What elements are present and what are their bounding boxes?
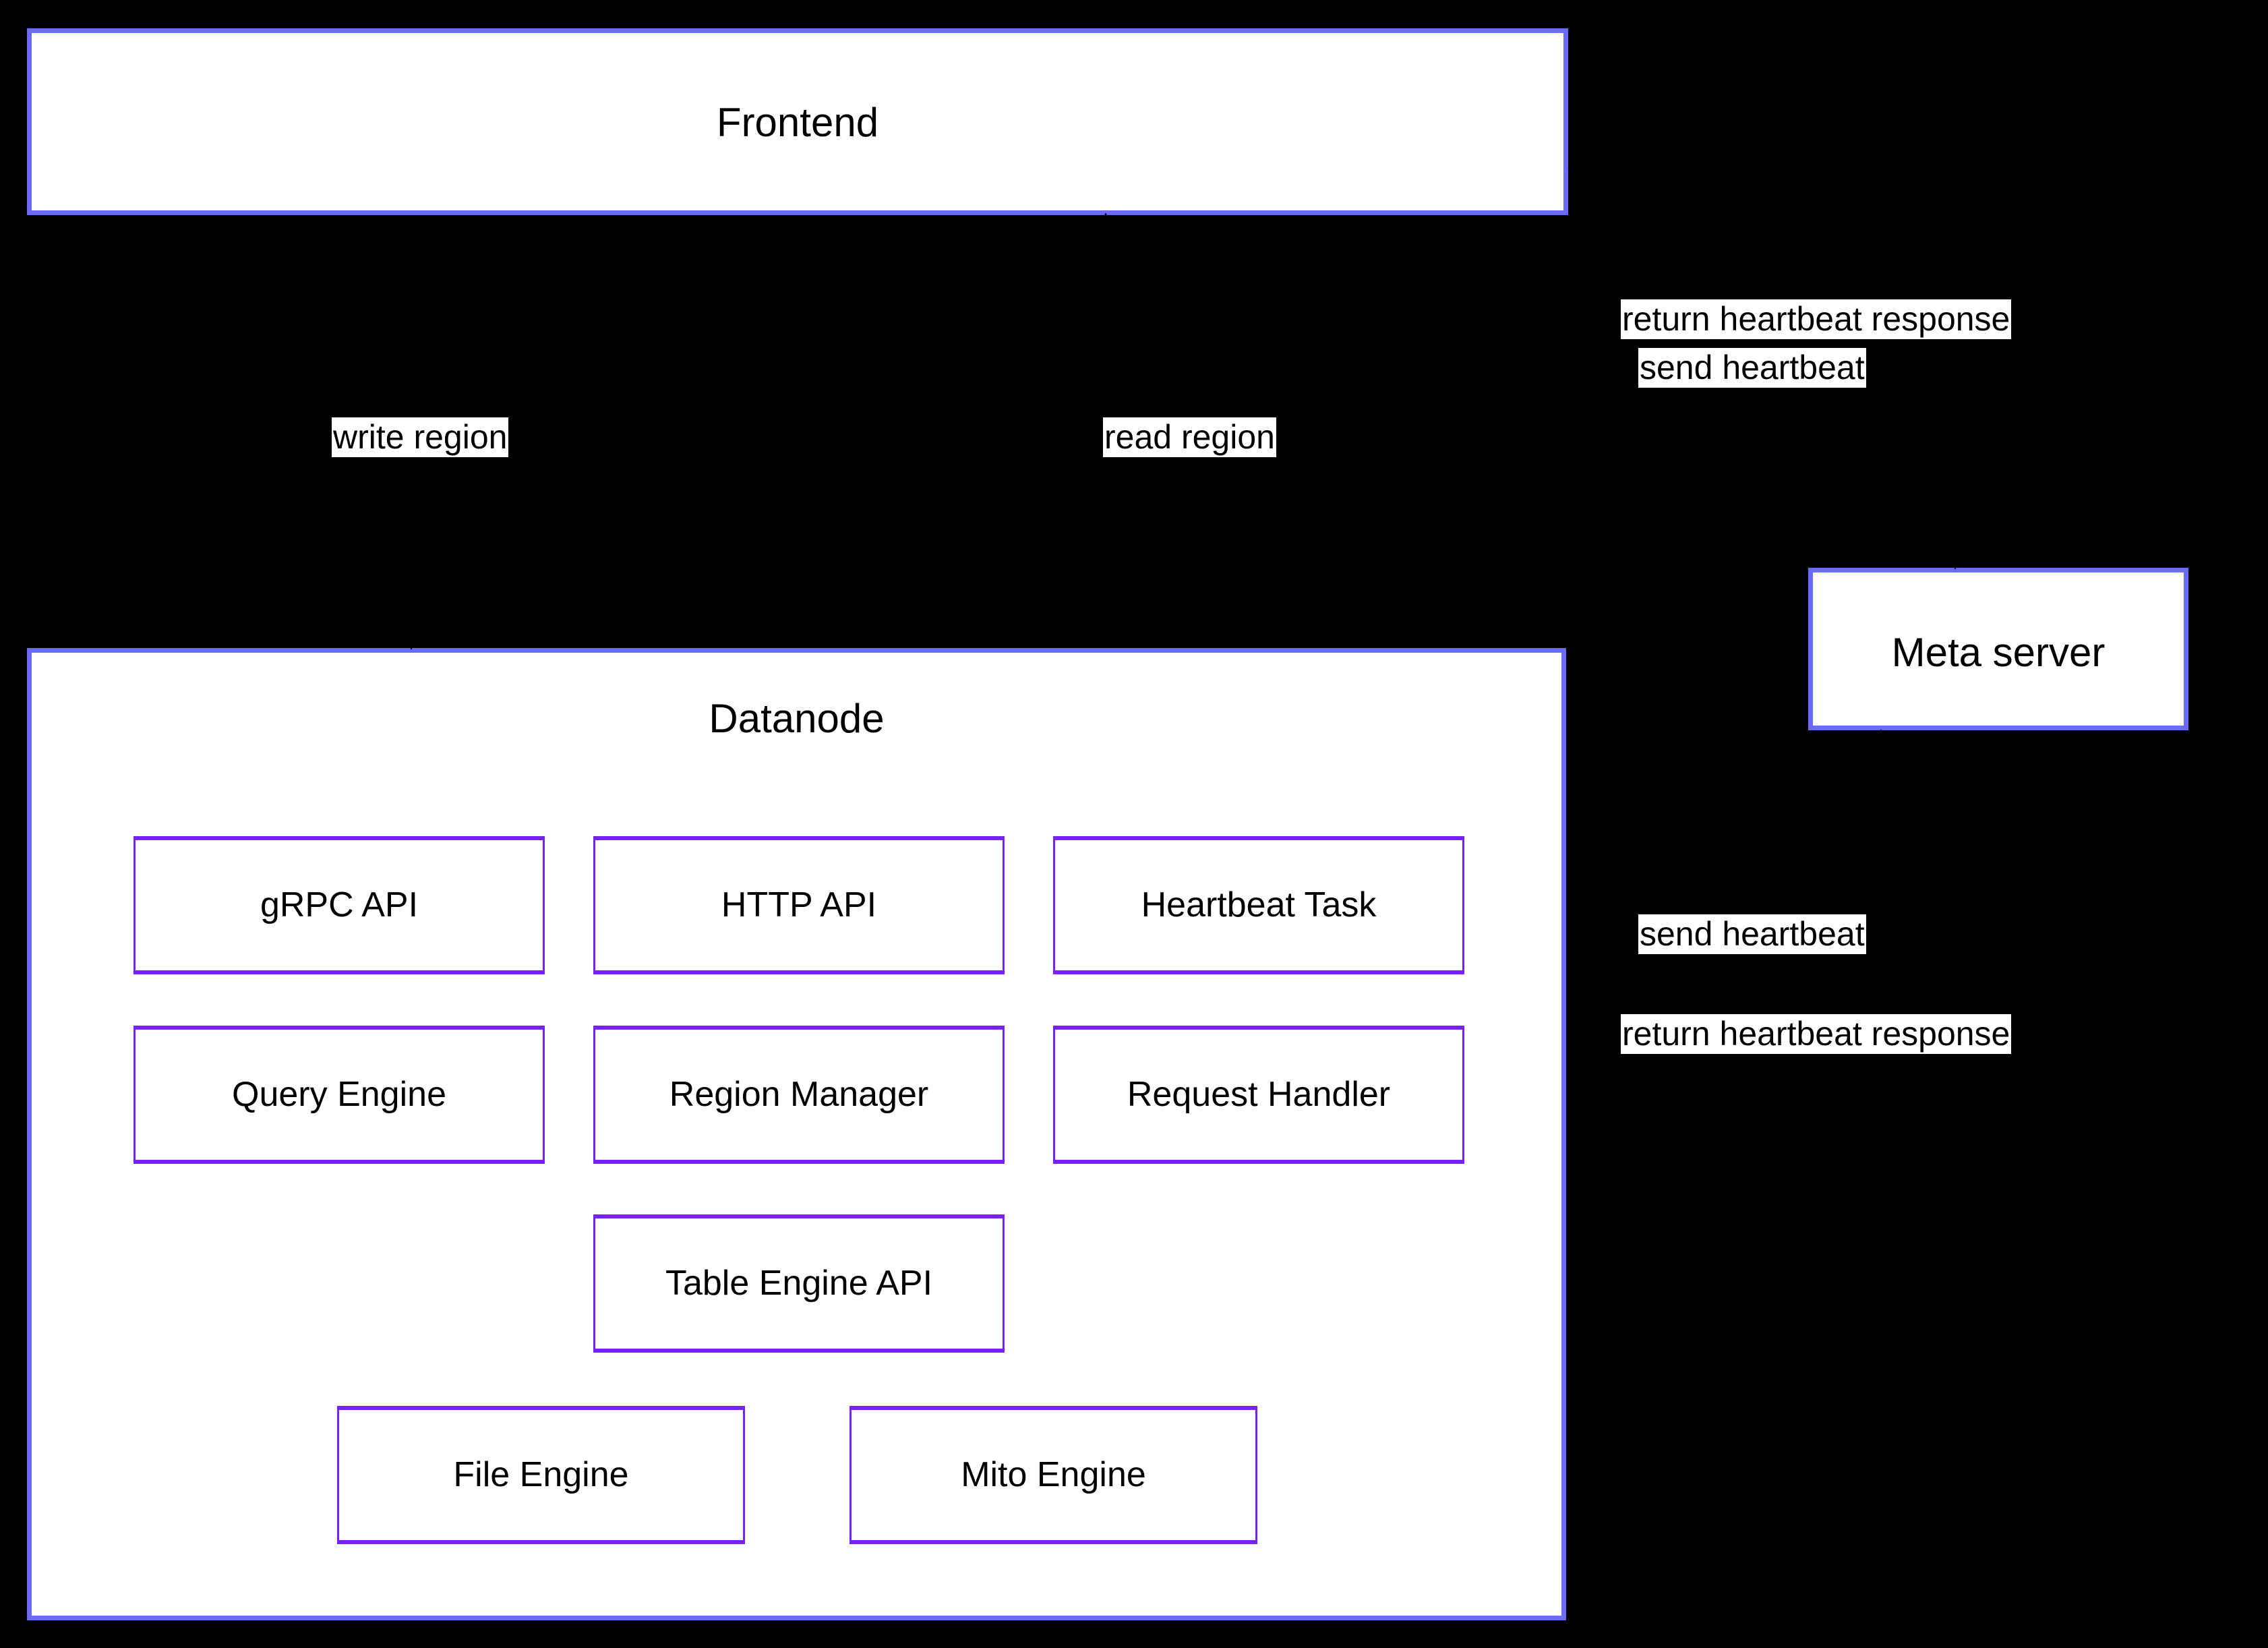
edge-label-return-heartbeat-response-bottom: return heartbeat response (1621, 1014, 2012, 1054)
frontend-label: Frontend (716, 100, 879, 145)
component-heartbeat-task[interactable]: Heartbeat Task (1053, 836, 1464, 974)
meta-server-node[interactable]: Meta server (1808, 568, 2188, 730)
component-grpc-api[interactable]: gRPC API (133, 836, 545, 974)
component-request-handler[interactable]: Request Handler (1053, 1026, 1464, 1164)
edge-label-send-heartbeat-top: send heartbeat (1638, 348, 1866, 388)
component-region-manager[interactable]: Region Manager (593, 1026, 1005, 1164)
meta-server-label: Meta server (1891, 630, 2106, 675)
component-query-engine[interactable]: Query Engine (133, 1026, 545, 1164)
component-file-engine[interactable]: File Engine (337, 1406, 745, 1544)
component-heartbeat-task-label: Heartbeat Task (1141, 885, 1377, 924)
edge-label-return-heartbeat-response-top: return heartbeat response (1621, 299, 2012, 339)
component-grpc-api-label: gRPC API (260, 885, 419, 924)
component-mito-engine-label: Mito Engine (961, 1454, 1146, 1494)
component-http-api-label: HTTP API (721, 885, 877, 924)
datanode-label: Datanode (709, 696, 885, 741)
frontend-node[interactable]: Frontend (27, 28, 1568, 215)
edge-label-write-region: write region (332, 417, 509, 457)
component-table-engine-api-label: Table Engine API (665, 1263, 933, 1303)
component-file-engine-label: File Engine (453, 1454, 629, 1494)
component-region-manager-label: Region Manager (669, 1074, 929, 1114)
component-http-api[interactable]: HTTP API (593, 836, 1005, 974)
edge-label-read-region: read region (1103, 417, 1276, 457)
component-mito-engine[interactable]: Mito Engine (849, 1406, 1257, 1544)
component-table-engine-api[interactable]: Table Engine API (593, 1214, 1005, 1353)
edge-label-send-heartbeat-bottom: send heartbeat (1638, 914, 1866, 954)
component-query-engine-label: Query Engine (232, 1074, 446, 1114)
component-request-handler-label: Request Handler (1127, 1074, 1391, 1114)
